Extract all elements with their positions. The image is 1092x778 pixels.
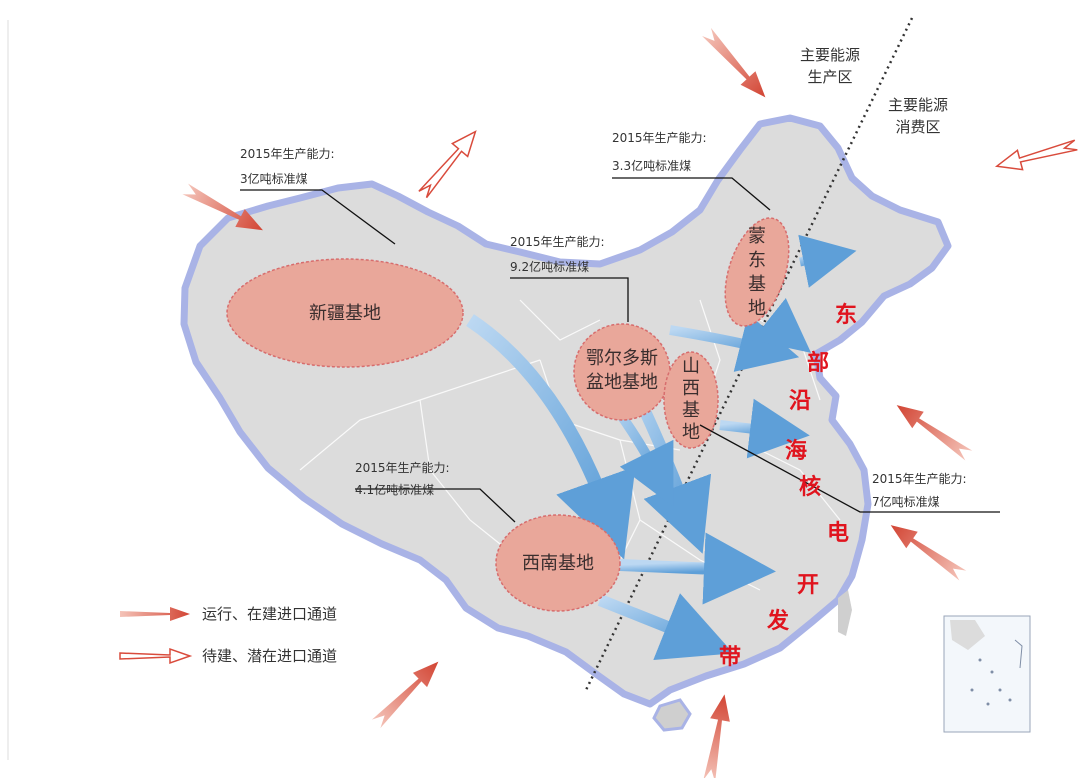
base-name-shanxi-char: 基 (682, 400, 700, 421)
coast-belt-char: 带 (719, 645, 741, 670)
hollow-arrow-icon (418, 130, 477, 199)
base-name-xinjiang: 新疆基地 (309, 303, 381, 324)
legend-hollow-arrow-icon (119, 647, 193, 665)
coast-belt-char: 开 (797, 573, 819, 598)
base-name-shanxi-char: 山 (682, 356, 700, 377)
callout-capacity-xinjiang: 3亿吨标准煤 (240, 171, 308, 186)
callout-year-mengdong: 2015年生产能力: (612, 131, 707, 145)
coast-belt-char: 海 (785, 438, 807, 464)
callout-line-xinjiang (240, 189, 396, 245)
callout-line-xinan (355, 488, 516, 523)
coast-belt-char: 发 (766, 608, 790, 634)
import-arrows-solid (182, 27, 973, 778)
flow-arrow-mengdong-south (752, 298, 812, 353)
coast-belt-char: 沿 (789, 389, 811, 414)
coal-bases (226, 217, 790, 612)
callout-year-ordos: 2015年生产能力: (510, 235, 605, 249)
base-name-shanxi-char: 西 (682, 378, 700, 399)
callout-year-shanxi: 2015年生产能力: (872, 472, 967, 486)
zone-production-line2: 生产区 (807, 68, 852, 86)
legend-label-hollow: 待建、潜在进口通道 (202, 647, 337, 665)
hainan-island (652, 698, 692, 732)
taiwan-island (838, 590, 852, 636)
callout-capacity-shanxi: 7亿吨标准煤 (872, 494, 940, 509)
flow-arrow-xinjiang (466, 314, 636, 560)
callout-line-mengdong (612, 177, 771, 211)
base-shanxi (663, 351, 719, 449)
base-name-shanxi-char: 地 (682, 422, 700, 443)
flow-arrow-xinan-southeast (597, 593, 734, 661)
base-xinan (495, 514, 621, 612)
base-name-mengdong-char: 东 (748, 250, 766, 271)
solid-arrow-icon (896, 405, 973, 461)
legend: 运行、在建进口通道 待建、潜在进口通道 (119, 605, 337, 665)
zone-production-line1: 主要能源 (800, 46, 860, 64)
legend-label-solid: 运行、在建进口通道 (202, 605, 337, 623)
base-name-mengdong-char: 基 (748, 274, 766, 295)
import-arrows-hollow (418, 130, 1078, 199)
callout-line-ordos (510, 277, 629, 322)
capacity-callouts (240, 177, 1000, 523)
solid-arrow-icon (371, 661, 439, 729)
callout-line-shanxi (699, 424, 1000, 513)
flow-arrow-shanxi-east (719, 398, 810, 459)
south-china-sea-inset (943, 615, 1031, 733)
solid-arrow-icon (890, 525, 967, 581)
zone-consumption-line2: 消费区 (895, 118, 940, 136)
solid-arrow-icon (182, 183, 263, 231)
legend-solid-arrow-icon (120, 607, 190, 621)
base-name-ordos-line1: 鄂尔多斯 (586, 348, 658, 369)
callout-year-xinan: 2015年生产能力: (355, 461, 450, 475)
base-xinjiang (226, 258, 464, 368)
base-name-mengdong-char: 地 (748, 298, 766, 319)
flow-arrow-mengdong-east (798, 234, 857, 288)
base-name-xinan: 西南基地 (522, 553, 594, 574)
base-name-mengdong-char: 蒙 (748, 226, 766, 247)
zone-consumption-line1: 主要能源 (888, 96, 948, 114)
solid-arrow-icon (703, 694, 730, 778)
callout-capacity-ordos: 9.2亿吨标准煤 (510, 259, 589, 274)
coast-belt-char: 东 (835, 302, 857, 328)
base-name-ordos-line2: 盆地基地 (586, 372, 658, 393)
hollow-arrow-icon (994, 139, 1078, 171)
coast-belt-char: 核 (799, 474, 821, 500)
callout-capacity-xinan: 4.1亿吨标准煤 (355, 482, 434, 497)
coast-belt-char: 部 (807, 350, 829, 376)
callout-year-xinjiang: 2015年生产能力: (240, 147, 335, 161)
callout-capacity-mengdong: 3.3亿吨标准煤 (612, 158, 691, 173)
coast-belt-char: 电 (827, 521, 849, 546)
solid-arrow-icon (702, 27, 766, 98)
base-mengdong (724, 217, 790, 327)
flow-arrow-xinan-east (619, 532, 776, 605)
